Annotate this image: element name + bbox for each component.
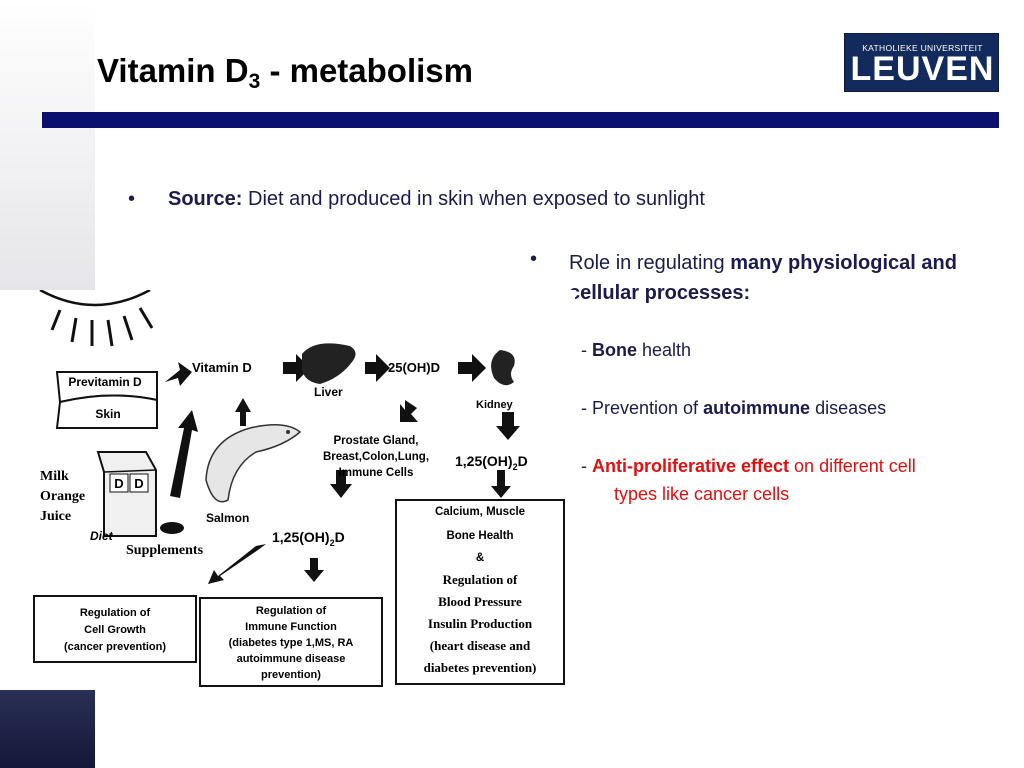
milk-carton-icon: D D: [96, 451, 157, 537]
svg-text:Orange: Orange: [40, 489, 85, 504]
svg-text:Vitamin D: Vitamin D: [192, 360, 252, 375]
svg-text:prevention): prevention): [261, 669, 321, 681]
role-item-bone: - Bone health: [581, 340, 692, 360]
svg-text:(heart disease and: (heart disease and: [430, 638, 531, 653]
role-item-anti-proliferative-cont: types like cancer cells: [614, 484, 790, 504]
svg-text:diabetes prevention): diabetes prevention): [424, 660, 537, 675]
svg-text:Milk: Milk: [40, 469, 69, 484]
svg-text:25(OH)D: 25(OH)D: [388, 360, 440, 375]
svg-text:(cancer prevention): (cancer prevention): [64, 641, 166, 653]
svg-text:Blood Pressure: Blood Pressure: [438, 594, 522, 609]
svg-text:Prostate Gland,: Prostate Gland,: [334, 435, 419, 447]
role-item-autoimmune: - Prevention of autoimmune diseases: [581, 398, 887, 418]
svg-text:autoimmune disease: autoimmune disease: [237, 653, 346, 665]
sun-icon: [39, 290, 154, 347]
title-rule: [42, 112, 999, 128]
svg-text:1,25(OH)2D: 1,25(OH)2D: [272, 529, 345, 548]
svg-text:&: &: [476, 552, 484, 564]
skin-box: Previtamin D Skin: [55, 371, 158, 429]
svg-text:Skin: Skin: [95, 407, 120, 421]
role-item-anti-proliferative: - Anti-proliferative effect on different…: [581, 456, 916, 476]
supplement-pill-icon: [160, 522, 184, 534]
svg-text:D: D: [114, 476, 123, 491]
svg-text:D: D: [134, 476, 143, 491]
svg-text:Bone Health: Bone Health: [446, 530, 513, 542]
metabolism-diagram: Previtamin D Skin Vitamin D Liver 25(OH)…: [0, 290, 575, 690]
liver-icon: [302, 343, 356, 384]
svg-text:Immune Function: Immune Function: [245, 621, 337, 633]
svg-text:1,25(OH)2D: 1,25(OH)2D: [455, 453, 528, 472]
kidney-icon: [491, 350, 515, 386]
svg-text:Salmon: Salmon: [206, 511, 249, 525]
svg-text:Calcium, Muscle: Calcium, Muscle: [435, 506, 525, 518]
svg-text:Supplements: Supplements: [126, 543, 204, 558]
source-text: Diet and produced in skin when exposed t…: [242, 188, 705, 210]
svg-text:Regulation of: Regulation of: [443, 572, 518, 587]
svg-text:Kidney: Kidney: [476, 399, 514, 411]
svg-text:Cell Growth: Cell Growth: [84, 624, 146, 636]
immune-function-box: Regulation of Immune Function (diabetes …: [199, 597, 383, 687]
svg-text:Juice: Juice: [40, 509, 71, 524]
svg-text:Previtamin D: Previtamin D: [68, 375, 142, 389]
svg-text:Diet: Diet: [90, 529, 114, 543]
pathway-arrows: [165, 354, 520, 584]
svg-text:Regulation of: Regulation of: [80, 607, 151, 619]
page-title: Vitamin D3 - metabolism: [97, 52, 473, 93]
source-label: Source:: [168, 188, 243, 210]
university-logo: KATHOLIEKE UNIVERSITEIT LEUVEN: [844, 33, 999, 92]
salmon-icon: [205, 424, 302, 503]
svg-text:Breast,Colon,Lung,: Breast,Colon,Lung,: [323, 451, 429, 463]
calcium-box: Calcium, Muscle Bone Health & Regulation…: [395, 499, 565, 685]
svg-text:Regulation of: Regulation of: [256, 605, 327, 617]
cell-growth-box: Regulation of Cell Growth (cancer preven…: [33, 595, 197, 663]
svg-text:Insulin Production: Insulin Production: [428, 616, 533, 631]
svg-text:(diabetes type 1,MS, RA: (diabetes type 1,MS, RA: [229, 637, 354, 649]
svg-text:Liver: Liver: [314, 385, 343, 399]
svg-text:Immune Cells: Immune Cells: [339, 467, 414, 479]
